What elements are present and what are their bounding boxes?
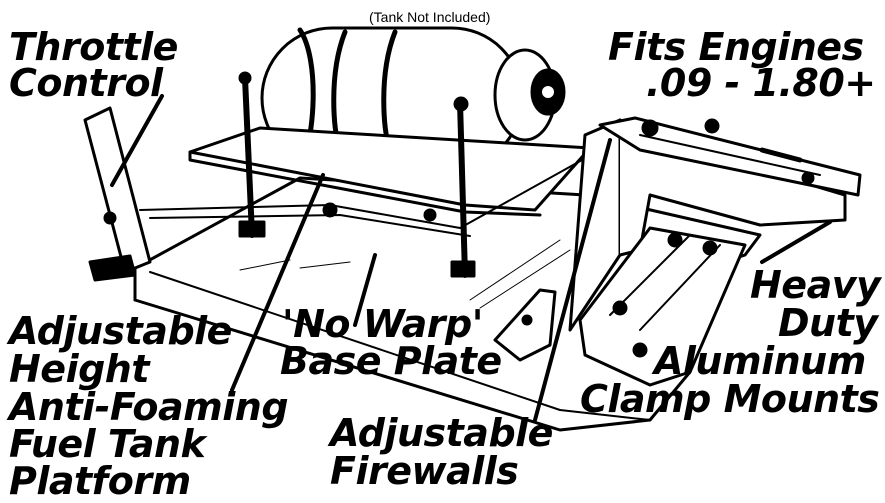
engine-mount-rails <box>598 116 862 197</box>
leader-base <box>353 253 377 327</box>
label-heavy-line1: Heavy <box>750 263 881 307</box>
label-height-line1: Adjustable <box>9 309 232 353</box>
label-fits-line2: .09 - 1.80+ <box>646 61 876 105</box>
label-throttle-line2: Control <box>9 61 163 105</box>
leader-throttle <box>110 94 164 187</box>
leader-clamp <box>760 220 832 264</box>
label-heavy-line2: Duty <box>778 301 878 345</box>
clamp-mount-front <box>493 288 557 362</box>
label-throttle-line1: Throttle <box>9 25 178 69</box>
label-height-line2: Height <box>9 347 150 391</box>
label-height-line5: Platform <box>9 459 191 503</box>
label-fits-line1: Fits Engines <box>608 25 864 69</box>
label-firewall-line2: Firewalls <box>330 449 519 493</box>
throttle-lever <box>83 106 152 282</box>
leader-firewall <box>533 138 612 422</box>
label-base-line1: 'No Warp' <box>282 302 483 346</box>
label-heavy-line3: Aluminum <box>654 339 866 383</box>
label-base-line2: Base Plate <box>280 339 502 383</box>
caption-tank-not-included: (Tank Not Included) <box>369 9 491 25</box>
label-firewall-line1: Adjustable <box>330 411 553 455</box>
leader-height <box>230 173 325 392</box>
label-heavy-line4: Clamp Mounts <box>580 377 880 421</box>
label-height-line3: Anti-Foaming <box>9 385 289 429</box>
label-height-line4: Fuel Tank <box>9 422 206 466</box>
clamp-mount-rear <box>578 226 747 387</box>
